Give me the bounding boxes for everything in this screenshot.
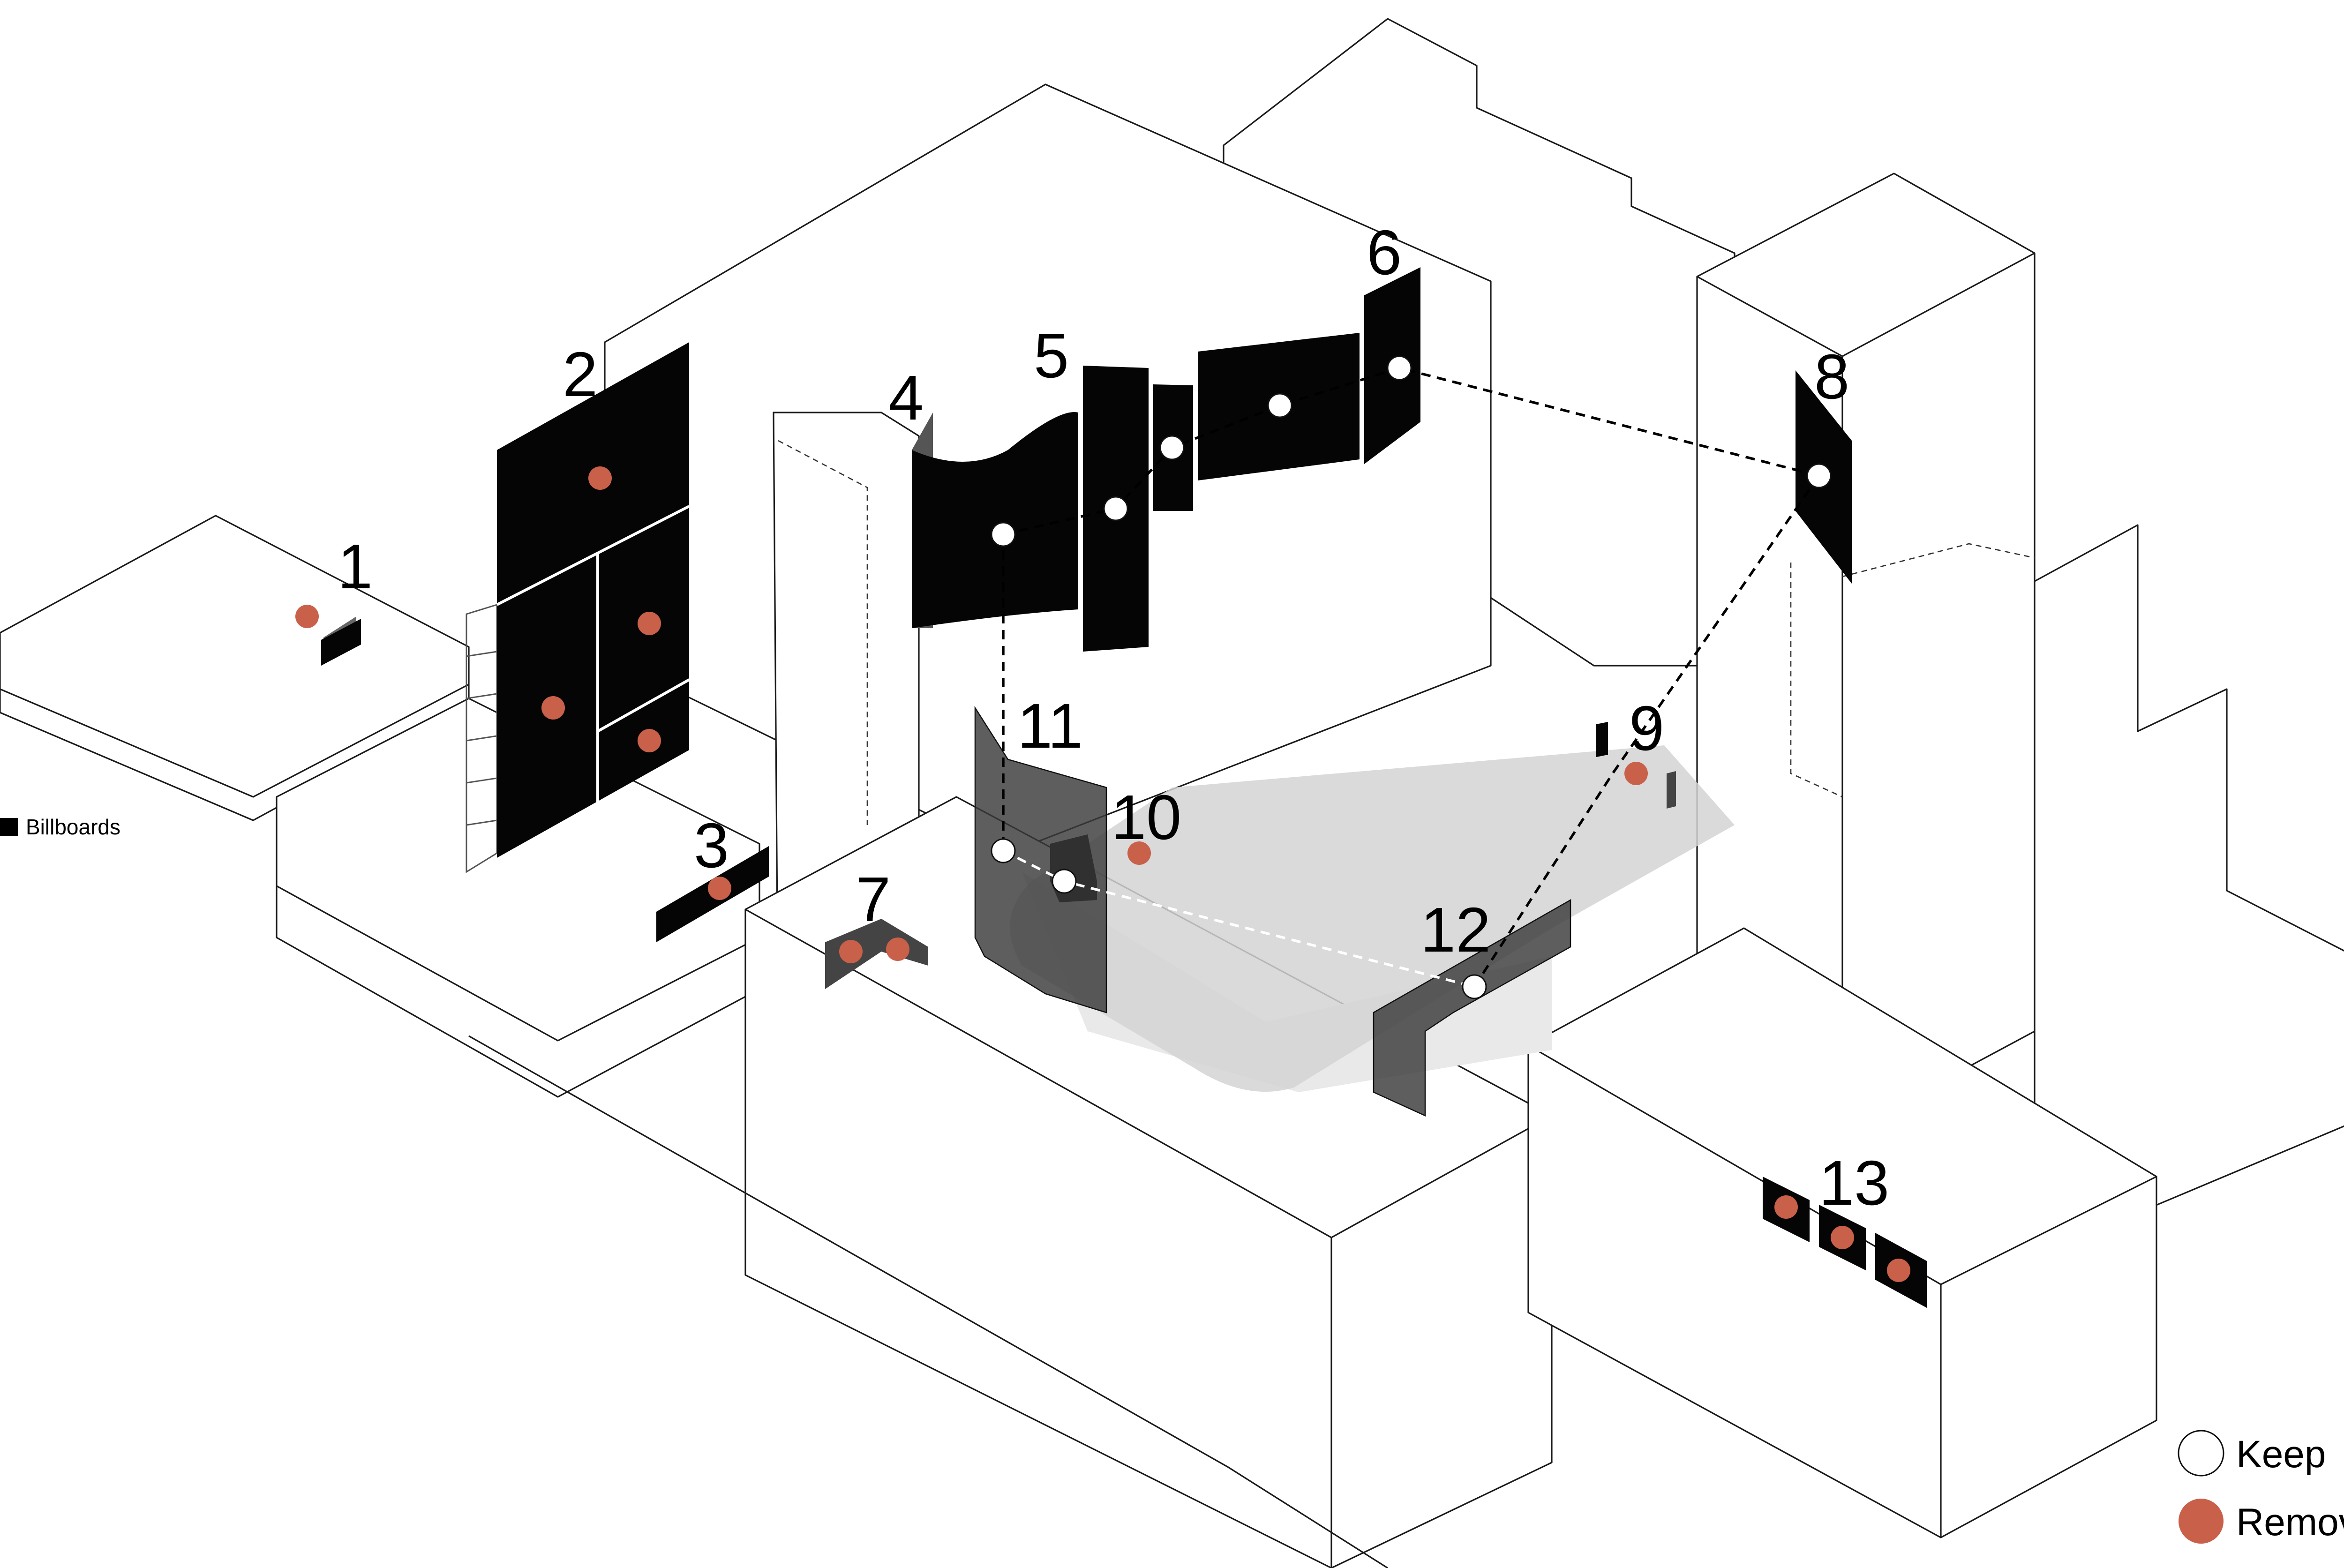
billboard-12 [1373, 899, 1571, 1117]
keep-marker-6 [1387, 355, 1412, 381]
plaza-upper [1010, 745, 1735, 1092]
remove-marker-7b [886, 938, 909, 961]
billboard-4 [912, 412, 1078, 628]
label-4: 4 [888, 362, 924, 433]
label-2: 2 [563, 339, 598, 410]
remove-marker-2a [588, 466, 612, 490]
billboards-legend-label: Billboards [26, 815, 120, 839]
legend: Billboards Keep Remove [0, 815, 2344, 1544]
label-12: 12 [1420, 894, 1491, 965]
remove-marker-1 [295, 605, 319, 628]
route-upper [1003, 367, 1819, 536]
billboard-9 [1596, 722, 1676, 809]
label-7: 7 [856, 864, 891, 935]
keep-marker-5c [1267, 393, 1292, 418]
label-3: 3 [694, 810, 729, 881]
number-labels: 1 2 3 4 5 6 7 8 9 10 11 12 13 [338, 217, 1889, 1218]
keep-legend-icon [2178, 1430, 2224, 1477]
label-6: 6 [1367, 217, 1402, 288]
markers [295, 355, 1910, 1282]
label-5: 5 [1034, 320, 1069, 391]
billboards-legend-swatch [0, 818, 18, 836]
keep-marker-5b [1159, 435, 1185, 460]
remove-marker-3 [708, 877, 731, 900]
remove-marker-13b [1831, 1226, 1854, 1249]
label-1: 1 [338, 531, 373, 602]
keep-marker-8 [1806, 463, 1832, 488]
remove-marker-13c [1887, 1259, 1910, 1282]
remove-marker-2b [638, 612, 661, 635]
billboard-1 [321, 616, 361, 666]
label-10: 10 [1111, 782, 1181, 853]
remove-marker-10 [1127, 841, 1151, 865]
label-11: 11 [1017, 690, 1083, 761]
remove-legend-icon [2179, 1499, 2224, 1544]
billboard-2 [466, 342, 690, 873]
remove-marker-13a [1774, 1195, 1798, 1219]
building-front-block [744, 796, 1553, 1568]
keep-legend-label: Keep [2236, 1433, 2326, 1476]
remove-marker-9 [1624, 762, 1648, 785]
keep-marker-12 [1462, 974, 1487, 999]
keep-marker-10 [1052, 869, 1077, 894]
billboard-7 [825, 919, 928, 989]
label-9: 9 [1629, 693, 1664, 764]
billboard-11 [974, 705, 1107, 1013]
remove-marker-7a [839, 940, 863, 963]
remove-marker-2d [638, 729, 661, 752]
billboards [321, 267, 1927, 1308]
label-8: 8 [1814, 341, 1849, 412]
label-13: 13 [1819, 1148, 1889, 1218]
route-12-9-8 [1473, 475, 1820, 988]
keep-marker-5a [1103, 496, 1128, 521]
remove-marker-2c [541, 696, 565, 720]
keep-marker-11 [991, 838, 1016, 863]
ground-edge [468, 1035, 1388, 1568]
remove-legend-label: Remove [2236, 1501, 2344, 1544]
keep-marker-4 [991, 522, 1016, 547]
